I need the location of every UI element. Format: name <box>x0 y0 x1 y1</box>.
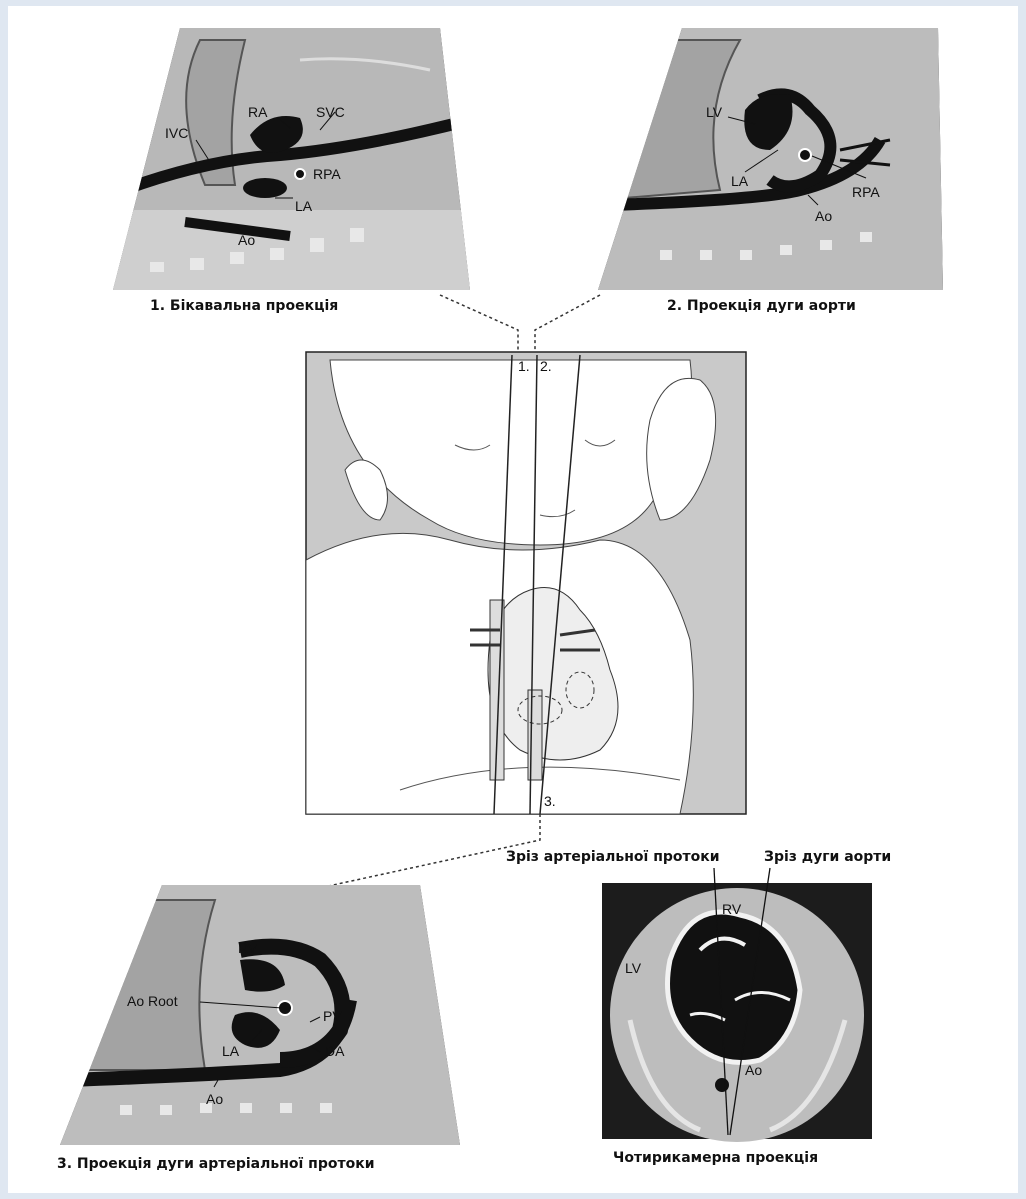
label-ao: Ao <box>238 232 255 248</box>
label-ao-root: Ao Root <box>127 993 178 1009</box>
label-rv: RV <box>238 940 258 956</box>
label-lv: LV <box>706 104 723 120</box>
bicaval-echo-panel <box>100 28 480 300</box>
label-da: DA <box>325 1043 345 1059</box>
label-la: LA <box>222 1043 240 1059</box>
label-ao: Ao <box>815 208 832 224</box>
slice-ductal-label: Зріз артеріальної протоки <box>506 849 720 865</box>
caption-ductal-arch: 3. Проекція дуги артеріальної протоки <box>57 1156 375 1172</box>
label-rv: RV <box>722 901 742 917</box>
caption-bicaval: 1. Бікавальна проекція <box>150 298 338 314</box>
label-rpa: RPA <box>852 184 880 200</box>
label-rpa: RPA <box>313 166 341 182</box>
slice-arch-label: Зріз дуги аорти <box>764 849 891 865</box>
infant-illustration <box>306 352 746 814</box>
label-ao: Ao <box>745 1062 762 1078</box>
slice-2-label: 2. <box>540 358 552 374</box>
slice-1-label: 1. <box>518 358 530 374</box>
label-ivc: IVC <box>165 125 188 141</box>
label-lv: LV <box>625 960 642 976</box>
slice-3-label: 3. <box>544 793 556 809</box>
label-ra: RA <box>248 104 268 120</box>
label-ao: Ao <box>206 1091 223 1107</box>
caption-aortic-arch: 2. Проекція дуги аорти <box>667 298 856 314</box>
caption-four-chamber: Чотирикамерна проекція <box>613 1150 818 1166</box>
ductal-arch-echo-panel <box>55 885 465 1150</box>
label-la: LA <box>295 198 313 214</box>
label-pv: PV <box>323 1008 342 1024</box>
label-svc: SVC <box>316 104 345 120</box>
label-la: LA <box>731 173 749 189</box>
aortic-arch-echo-panel <box>590 28 950 298</box>
